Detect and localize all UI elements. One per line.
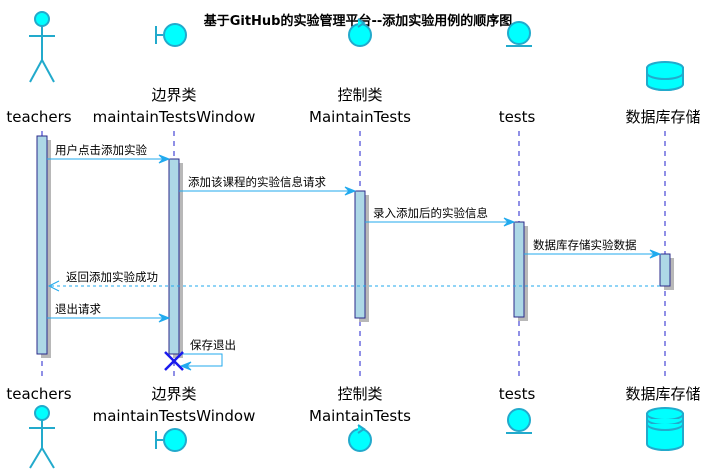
boundary-icon	[155, 23, 187, 47]
participant-heads-top: teachers 边界类 maintainTestsWindow 控制类 Mai…	[6, 11, 701, 126]
arrowhead-icon	[179, 361, 192, 371]
message-label: 添加该课程的实验信息请求	[188, 175, 326, 189]
database-icon	[646, 61, 684, 91]
participant-name: teachers	[6, 108, 71, 126]
activation-bars	[36, 135, 674, 358]
participant-name: tests	[499, 108, 536, 126]
actor-icon	[29, 405, 55, 469]
message-label: 录入添加后的实验信息	[373, 206, 488, 220]
arrowhead-icon	[649, 249, 662, 259]
messages: 用户点击添加实验 添加该课程的实验信息请求 录入添加后的实验信息 数据库存储实验…	[47, 143, 662, 371]
participant-name: 数据库存储	[625, 385, 700, 403]
activation-teachers	[36, 135, 48, 355]
activation-maintain-tests	[354, 190, 366, 319]
database-icon	[646, 407, 684, 451]
participant-name: 数据库存储	[625, 108, 700, 126]
control-icon	[348, 18, 372, 47]
message-label: 用户点击添加实验	[55, 143, 147, 157]
participant-stereotype: 控制类	[337, 86, 382, 104]
message-label: 退出请求	[55, 302, 101, 316]
participant-name: maintainTestsWindow	[93, 407, 256, 425]
activation-tests	[513, 221, 525, 318]
activation-maintain-tests-window	[168, 158, 180, 355]
arrowhead-icon	[344, 186, 357, 196]
participant-name: MaintainTests	[309, 407, 411, 425]
participant-name: MaintainTests	[309, 108, 411, 126]
arrowhead-icon	[503, 217, 516, 227]
arrowhead-icon	[158, 154, 171, 164]
activation-database-storage	[659, 253, 671, 287]
control-icon	[348, 424, 372, 452]
message-label: 数据库存储实验数据	[533, 238, 637, 252]
participant-heads-bottom: teachers 边界类 maintainTestsWindow 控制类 Mai…	[6, 385, 701, 469]
self-message-arrow	[179, 353, 223, 367]
message-label: 保存退出	[190, 338, 236, 352]
participant-stereotype: 控制类	[337, 385, 382, 403]
message-label: 返回添加实验成功	[66, 270, 158, 284]
participant-stereotype: 边界类	[151, 86, 196, 104]
participant-name: maintainTestsWindow	[93, 108, 256, 126]
open-arrowhead-icon	[47, 280, 60, 292]
entity-icon	[506, 21, 532, 47]
diagram-title: 基于GitHub的实验管理平台--添加实验用例的顺序图	[203, 13, 513, 29]
arrowhead-icon	[158, 313, 171, 323]
boundary-icon	[155, 428, 187, 452]
participant-name: tests	[499, 385, 536, 403]
entity-icon	[506, 408, 532, 434]
participant-name: teachers	[6, 385, 71, 403]
lifelines	[41, 131, 666, 380]
participant-stereotype: 边界类	[151, 385, 196, 403]
actor-icon	[29, 11, 55, 83]
destroy-x-icon	[164, 351, 184, 371]
